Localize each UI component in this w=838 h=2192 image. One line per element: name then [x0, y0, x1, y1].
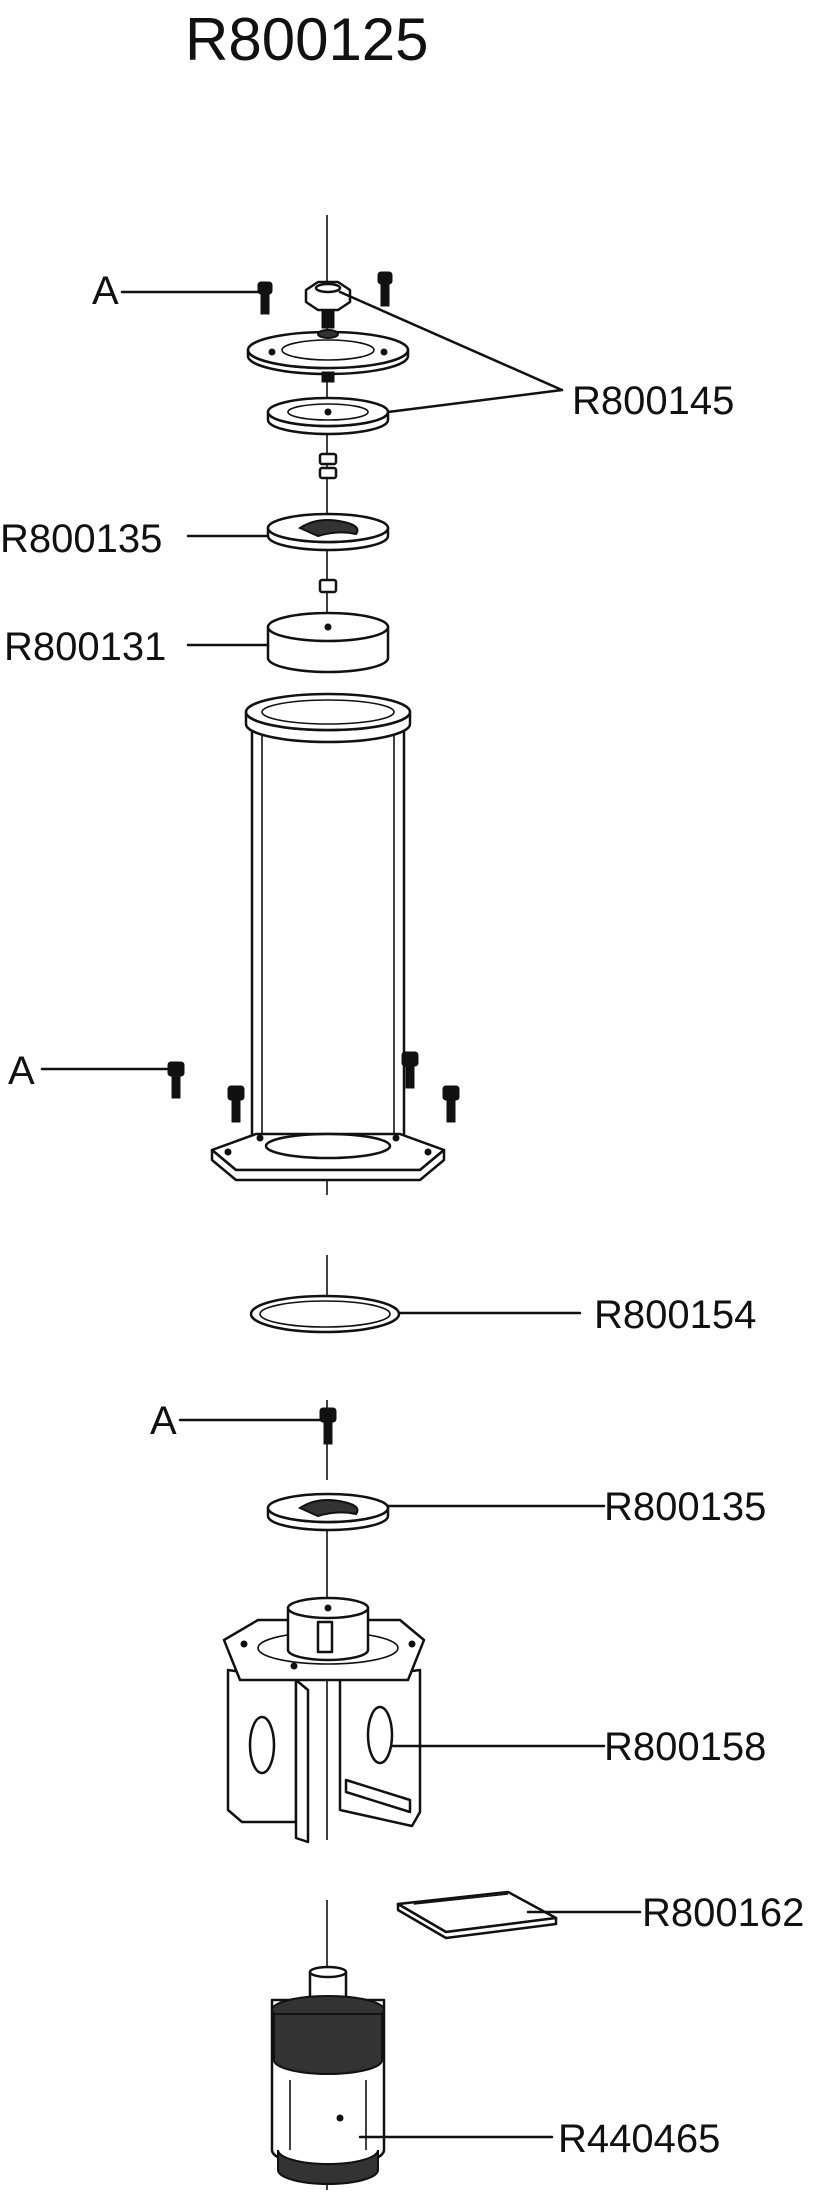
- mid-screw-right: [401, 1051, 419, 1089]
- label-r800145: R800145: [572, 379, 734, 423]
- adjustment-knob: [304, 280, 352, 329]
- label-r800158: R800158: [604, 1725, 766, 1769]
- label-a-mid: A: [8, 1049, 35, 1093]
- label-a-low: A: [150, 1399, 177, 1443]
- label-r800162: R800162: [642, 1891, 804, 1935]
- top-screw-left: [257, 281, 273, 315]
- leader-lines: [40, 290, 642, 2139]
- label-a-top: A: [92, 269, 119, 313]
- top-plate-disc: [246, 329, 410, 376]
- mid-screw-left: [167, 1061, 185, 1099]
- pad: [396, 1890, 558, 1940]
- rotor-disc-top: [266, 512, 390, 552]
- cylinder-block: [266, 611, 390, 674]
- label-r800135-top: R800135: [0, 517, 162, 561]
- label-r800131: R800131: [4, 625, 166, 669]
- pump-housing: [222, 1596, 426, 1844]
- lower-screw: [319, 1407, 337, 1445]
- small-nut-single: [318, 578, 338, 594]
- pump-motor: [270, 1965, 386, 2185]
- spindle-segment: [321, 371, 335, 383]
- mid-screw-far-right: [442, 1085, 460, 1123]
- second-disc: [266, 396, 390, 436]
- small-nut-pair: [318, 452, 338, 480]
- main-tube: [210, 692, 446, 1182]
- top-screw-right: [377, 271, 393, 307]
- label-r800154: R800154: [594, 1293, 756, 1337]
- label-r800135-low: R800135: [604, 1485, 766, 1529]
- mid-screw-lower-left: [227, 1085, 245, 1123]
- rotor-disc-bottom: [266, 1492, 390, 1532]
- diagram-title: R800125: [185, 6, 429, 73]
- o-ring: [249, 1294, 401, 1334]
- label-r440465: R440465: [558, 2117, 720, 2161]
